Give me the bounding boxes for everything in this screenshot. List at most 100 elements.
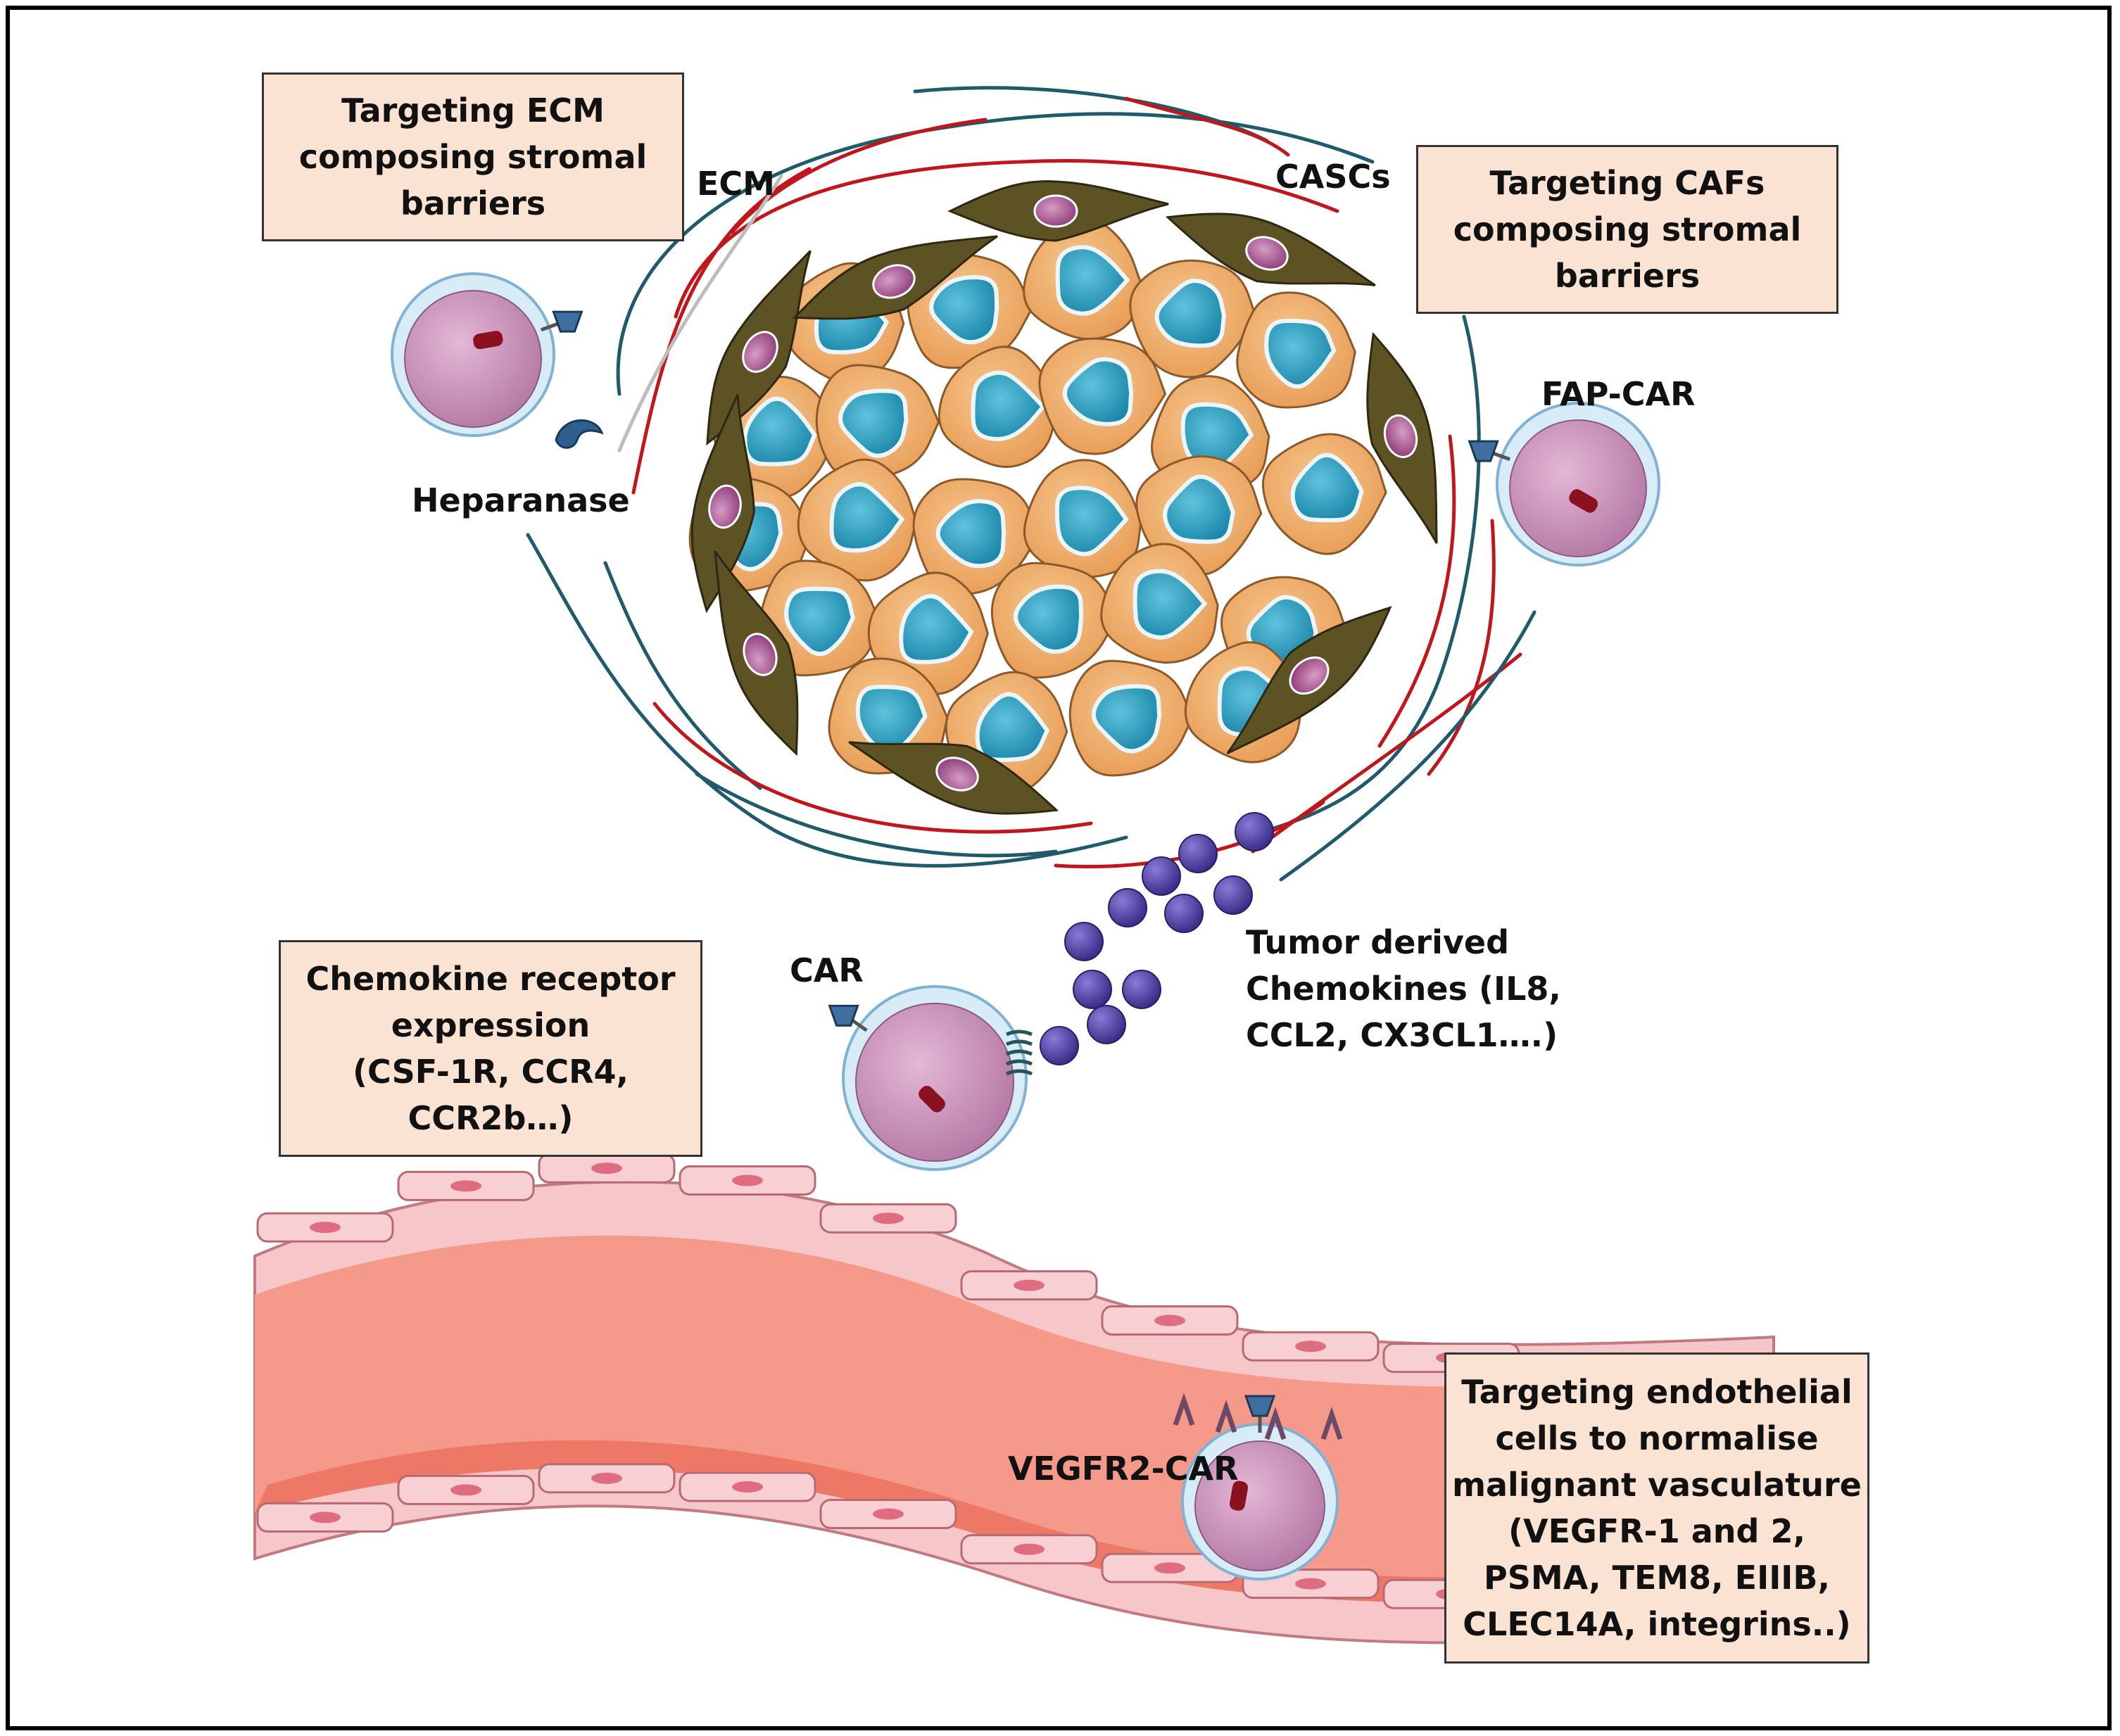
caf-nucleus (935, 756, 979, 792)
endothelial-cell (397, 1474, 535, 1505)
chemokine-receptor (1005, 1029, 1033, 1037)
endothelial-nucleus (310, 1222, 341, 1234)
tumor-cell (1023, 459, 1142, 578)
ecm-fiber (1265, 315, 1481, 832)
box-chemokine-receptor: Chemokine receptor expression (CSF-1R, C… (279, 940, 702, 1157)
endothelial-cell (256, 1212, 394, 1243)
tumor-cell (1038, 337, 1167, 455)
tumor-cell (1100, 543, 1219, 664)
caf-nucleus (743, 633, 778, 676)
chemokine-particle (1064, 922, 1104, 961)
caf-cell (848, 741, 1059, 815)
endothelial-cell (256, 1502, 394, 1533)
box-endothelial-line-1: Targeting endothelial (1461, 1373, 1853, 1411)
label-fap-car: FAP-CAR (1541, 375, 1696, 413)
car-t-cell-heparanase (391, 272, 583, 437)
endothelial-nucleus (310, 1512, 341, 1523)
box-ecm-line-1: Targeting ECM (341, 91, 605, 129)
caf-cell (690, 394, 755, 614)
tumor-nucleus (1062, 357, 1134, 426)
box-endothelial-line-5: PSMA, TEM8, EIIIB, (1484, 1559, 1830, 1597)
endothelial-nucleus (450, 1180, 481, 1192)
chemokine-receptor (1005, 1069, 1033, 1076)
label-ecm: ECM (697, 165, 775, 203)
chemokines-line-1: Tumor derived (1246, 923, 1509, 961)
endothelial-nucleus (1014, 1279, 1045, 1291)
caf-nucleus (1033, 194, 1078, 228)
tumor-nucleus (1054, 486, 1129, 557)
vegfr-receptors (1173, 1393, 1343, 1440)
caf-nucleus (1383, 414, 1418, 459)
cell-body (404, 290, 542, 428)
box-targeting-ecm: Targeting ECM composing stromal barriers (262, 72, 684, 241)
tumor-nucleus (1180, 402, 1254, 473)
tumor-cell (1236, 291, 1356, 409)
vessel-lumen (255, 1235, 1774, 1603)
blood-vessel (253, 1153, 1775, 1645)
ecm-fiber (631, 167, 812, 495)
tumor-nucleus (1264, 318, 1337, 389)
box-chemokine-line-3: (CSF-1R, CCR4, (352, 1053, 629, 1091)
label-car: CAR (790, 951, 864, 989)
ecm-fiber-grey (617, 174, 783, 452)
vegfr-receptor (1264, 1407, 1287, 1440)
endothelial-cell (538, 1153, 676, 1184)
endothelial-cell (679, 1165, 816, 1196)
chemokine-particles (1040, 812, 1274, 1065)
endothelial-cell (819, 1203, 957, 1234)
endothelial-cell (1101, 1305, 1239, 1336)
chemokine-receptor (1005, 1039, 1033, 1046)
ecm-fiber (1427, 519, 1496, 776)
endothelial-cell (819, 1499, 957, 1530)
tumor-nucleus (1163, 474, 1235, 544)
endothelial-nucleus (1295, 1341, 1326, 1352)
tumor-cell (797, 458, 917, 582)
heparanase-enzyme (555, 419, 604, 449)
cell-body (1509, 419, 1647, 557)
cancer-associated-fibroblasts (690, 180, 1438, 815)
tumor-cell-cluster (688, 219, 1387, 794)
endothelial-nucleus (591, 1472, 622, 1484)
vegfr-receptor (1215, 1400, 1237, 1433)
chemokine-particle (1235, 812, 1274, 851)
tumor-nucleus (975, 692, 1050, 762)
tumor-cell (1023, 219, 1142, 341)
car-receptor (552, 310, 583, 333)
ecm-fiber (695, 772, 1058, 858)
endothelial-cell (679, 1471, 816, 1502)
ecm-fiber (603, 561, 762, 790)
box-ecm-line-3: barriers (400, 184, 546, 222)
endothelial-nucleus (450, 1484, 481, 1496)
chemokine-receptor (1005, 1059, 1033, 1066)
car-construct (473, 331, 503, 350)
car-construct (919, 1085, 945, 1113)
tumor-cell (945, 671, 1068, 794)
box-endothelial-line-2: cells to normalise (1495, 1419, 1819, 1457)
caf-nucleus (708, 484, 742, 529)
car-construct (1229, 1481, 1249, 1511)
ecm-fiber (526, 533, 1128, 868)
vegfr-receptor (1320, 1407, 1343, 1440)
ecm-fiber (1377, 434, 1456, 748)
tumor-nucleus (971, 370, 1046, 441)
box-endothelial-line-4: (VEGFR-1 and 2, (1508, 1512, 1805, 1550)
ecm-fiber (1279, 610, 1537, 882)
chemokines-line-2: Chemokines (IL8, (1246, 970, 1561, 1008)
endothelial-cell (960, 1270, 1098, 1301)
chemokines-line-3: CCL2, CX3CL1….) (1246, 1016, 1558, 1054)
chemokine-receptor (1005, 1049, 1033, 1056)
tumor-nucleus (1091, 684, 1162, 754)
chemokine-particle (1178, 834, 1218, 873)
box-chemokine-line-2: expression (391, 1006, 591, 1044)
tumor-nucleus (1014, 584, 1084, 654)
label-vegfr2-car: VEGFR2-CAR (1008, 1450, 1239, 1488)
tumor-cell (1068, 659, 1194, 777)
chemokine-particle (1073, 970, 1112, 1009)
caf-nucleus (872, 264, 916, 299)
cell-body (855, 1003, 1014, 1162)
endothelial-cell (960, 1534, 1098, 1565)
endothelial-nucleus (1154, 1314, 1185, 1326)
tumor-nucleus (929, 275, 999, 345)
ecm-fibers (526, 86, 1537, 882)
